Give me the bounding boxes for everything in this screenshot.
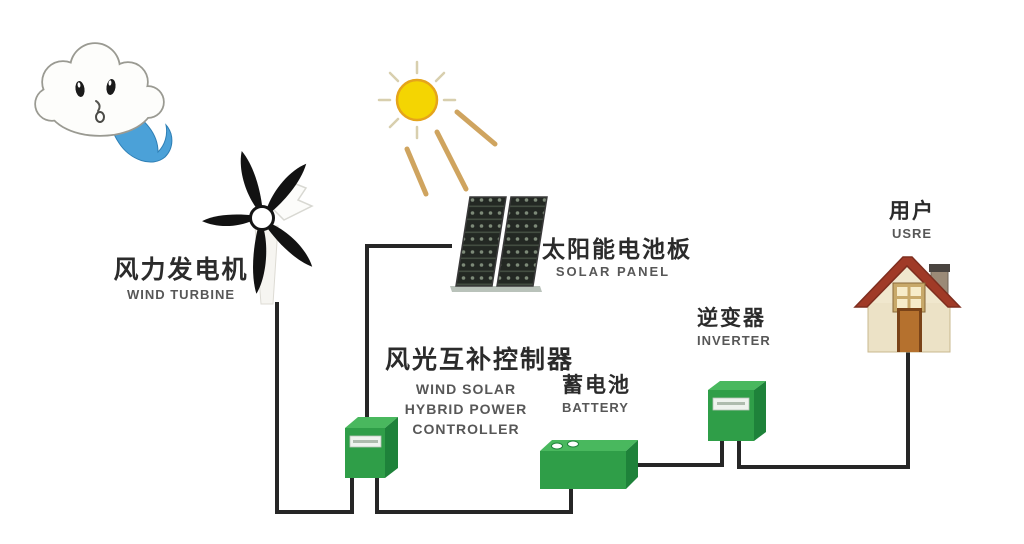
wire-solar-to-controller	[365, 244, 452, 424]
sun-icon	[377, 60, 498, 197]
user-label: 用户 USRE	[878, 200, 946, 242]
battery-label-en: BATTERY	[562, 400, 629, 416]
solar-panel-right	[496, 196, 548, 287]
inverter-label-en: INVERTER	[697, 333, 771, 349]
controller-label-en-1: WIND SOLAR	[415, 380, 517, 397]
inverter-icon	[708, 381, 766, 441]
wind-turbine-label-zh: 风力发电机	[113, 256, 249, 284]
turbine-hub	[249, 205, 275, 231]
controller-icon	[345, 417, 398, 478]
wind-turbine-label: 风力发电机 WIND TURBINE	[108, 256, 254, 303]
battery-terminal	[551, 442, 563, 450]
wire-inverter-to-house	[737, 350, 910, 469]
battery-label: 蓄电池 BATTERY	[562, 374, 662, 416]
user-label-en: USRE	[891, 226, 933, 242]
solar-panel-label: 太阳能电池板 SOLAR PANEL	[542, 236, 692, 280]
wire-battery-to-inverter	[630, 438, 724, 467]
house-door	[897, 308, 922, 352]
wire-controller-to-battery	[375, 476, 573, 514]
wind-turbine-label-en: WIND TURBINE	[126, 286, 236, 302]
controller-label-en-3: CONTROLLER	[412, 420, 520, 437]
wire-lines	[275, 244, 910, 514]
solar-panel-left	[455, 196, 507, 287]
house-window	[892, 282, 926, 313]
house-roof	[853, 256, 962, 308]
solar-panel-label-zh: 太阳能电池板	[542, 236, 692, 262]
controller-label-en-2: HYBRID POWER	[404, 400, 528, 417]
house-icon	[853, 256, 962, 353]
controller-label: 风光互补控制器 WIND SOLAR HYBRID POWER CONTROLL…	[385, 346, 575, 439]
turbine-blades	[202, 150, 313, 294]
inverter-label: 逆变器 INVERTER	[697, 307, 797, 349]
sun-beams	[404, 109, 498, 197]
wind-turbine-icon	[202, 150, 314, 305]
solar-panel-label-en: SOLAR PANEL	[555, 264, 671, 280]
battery-terminal	[567, 440, 579, 448]
sun-rays	[377, 60, 457, 140]
user-label-zh: 用户	[889, 200, 935, 223]
solar-panel-icon	[450, 196, 548, 292]
inverter-label-zh: 逆变器	[697, 307, 766, 330]
battery-label-zh: 蓄电池	[562, 374, 631, 397]
wind-cloud-icon	[34, 42, 173, 163]
wire-turbine-to-controller	[275, 302, 354, 514]
battery-icon	[540, 440, 638, 489]
controller-label-zh: 风光互补控制器	[385, 346, 575, 374]
cloud-face	[75, 79, 116, 123]
